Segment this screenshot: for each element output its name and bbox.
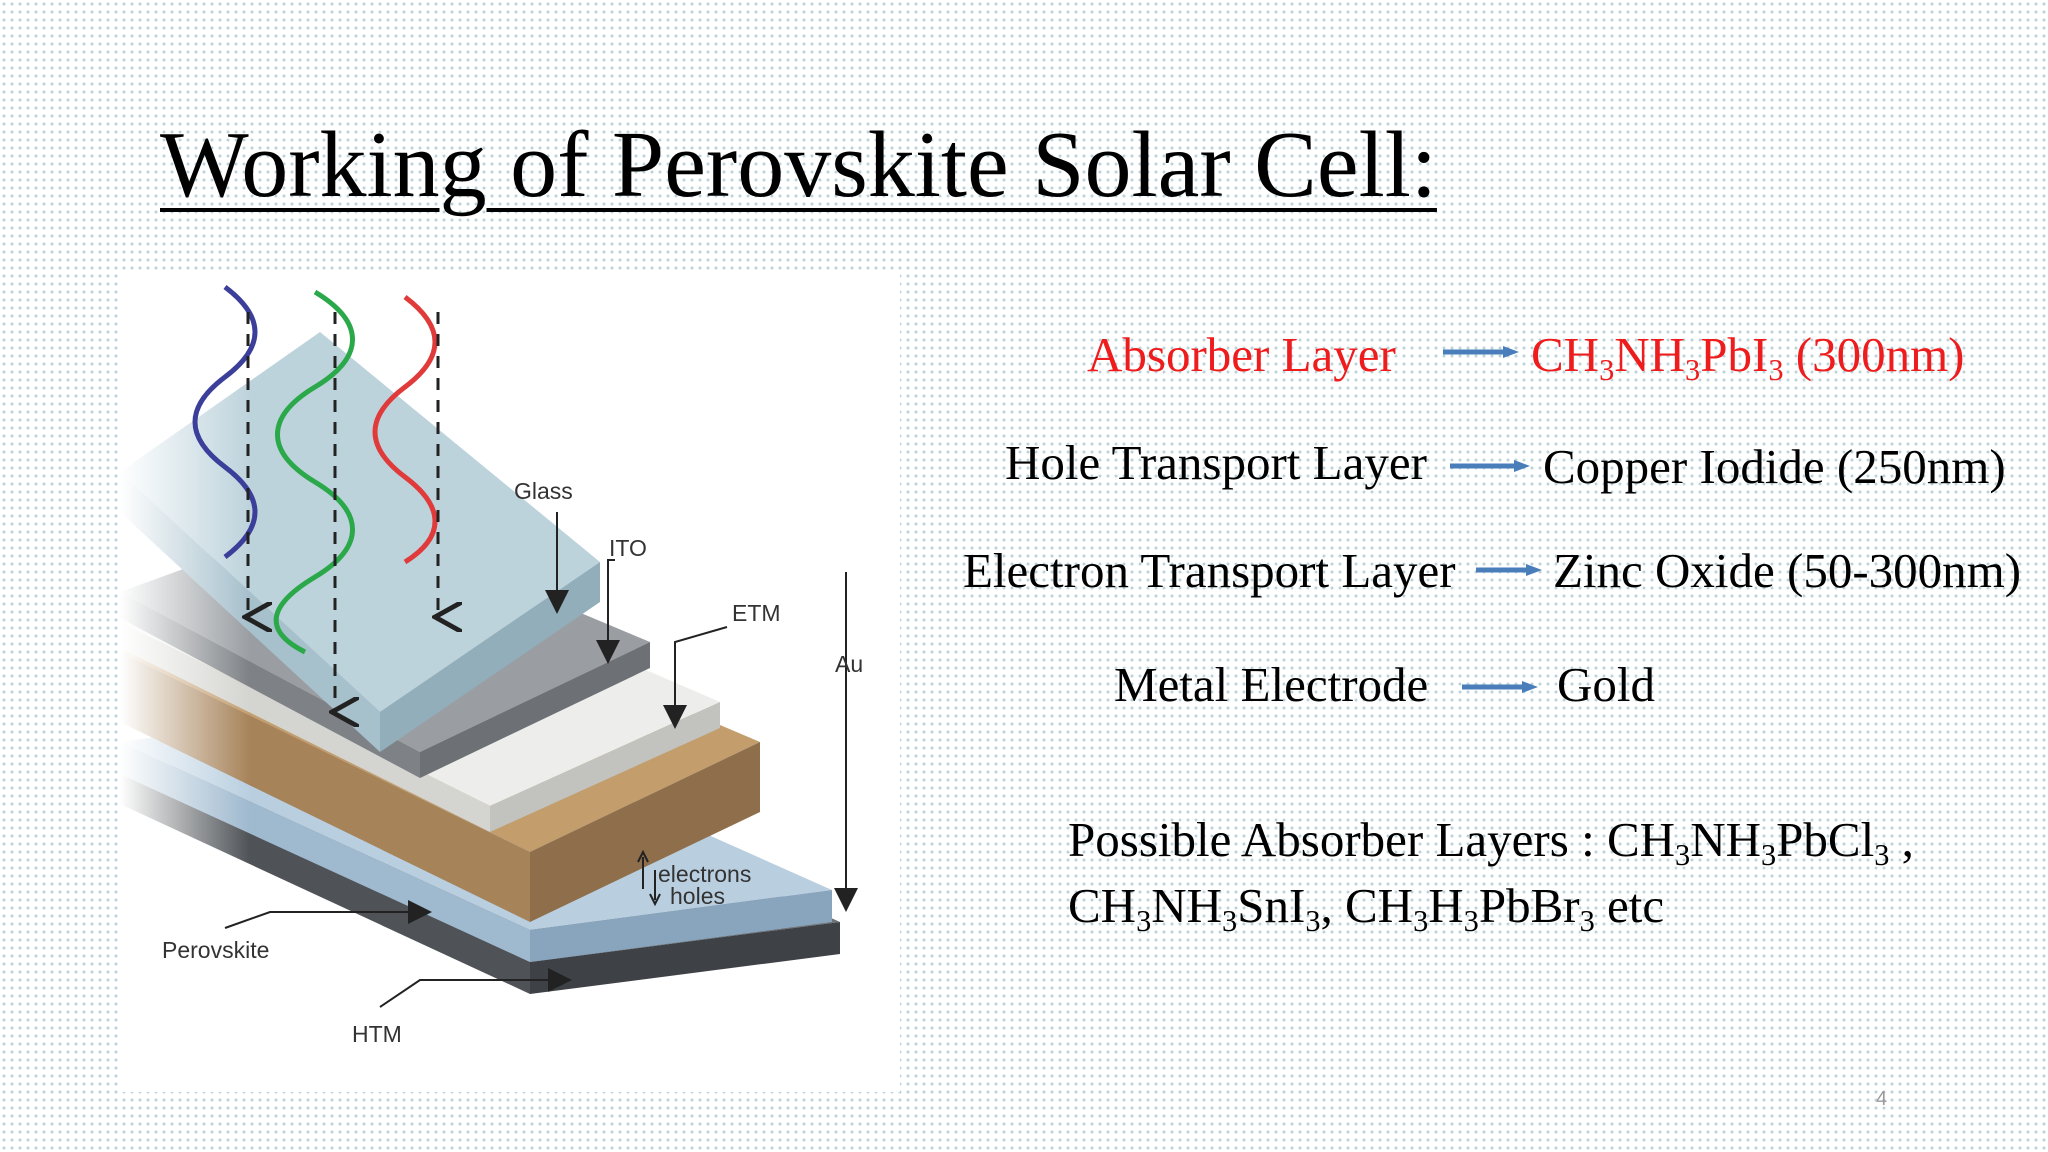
- absorber-layer-value: CH3NH3PbI3 (300nm): [1531, 327, 1965, 387]
- glass-label: Glass: [514, 478, 573, 504]
- blue-light-wave: [192, 285, 258, 559]
- etm-label: ETM: [732, 600, 781, 626]
- metal-electrode-label: Metal Electrode: [1114, 657, 1429, 712]
- ito-label: ITO: [609, 535, 647, 561]
- slide-title: Working of Perovskite Solar Cell:: [160, 113, 1437, 217]
- absorber-layer-label: Absorber Layer: [1087, 327, 1396, 382]
- perovskite-cell-diagram: Glass ITO ETM Au electrons holes Perovsk…: [120, 272, 900, 1092]
- page-number: 4: [1876, 1088, 1888, 1110]
- green-light-wave: [273, 289, 355, 655]
- holes-label: holes: [670, 883, 725, 909]
- metal-electrode-value: Gold: [1557, 657, 1655, 712]
- arrow-right-icon: [1462, 681, 1538, 693]
- electron-transport-layer-value: Zinc Oxide (50-300nm): [1553, 543, 2022, 598]
- electrons-label: electrons: [658, 861, 751, 887]
- arrow-right-icon: [1443, 346, 1519, 358]
- possible-line-1: Possible Absorber Layers : CH3NH3PbCl3 ,: [1068, 812, 1914, 872]
- electron-transport-layer-label: Electron Transport Layer: [963, 543, 1456, 598]
- htm-label: HTM: [352, 1021, 402, 1047]
- possible-line-2: CH3NH3SnI3, CH3H3PbBr3 etc: [1068, 878, 1665, 938]
- possible-absorber-layers: Possible Absorber Layers : CH3NH3PbCl3 ,…: [1068, 810, 2008, 942]
- arrow-right-icon: [1476, 564, 1542, 576]
- perovskite-label: Perovskite: [162, 937, 269, 963]
- layer-stack-illustration: Glass ITO ETM Au electrons holes Perovsk…: [120, 272, 863, 1092]
- hole-transport-layer-value: Copper Iodide (250nm): [1543, 439, 2006, 494]
- arrow-right-icon: [1450, 460, 1530, 472]
- hole-transport-layer-label: Hole Transport Layer: [1005, 435, 1427, 490]
- red-light-wave: [372, 295, 438, 565]
- au-label: Au: [835, 651, 863, 677]
